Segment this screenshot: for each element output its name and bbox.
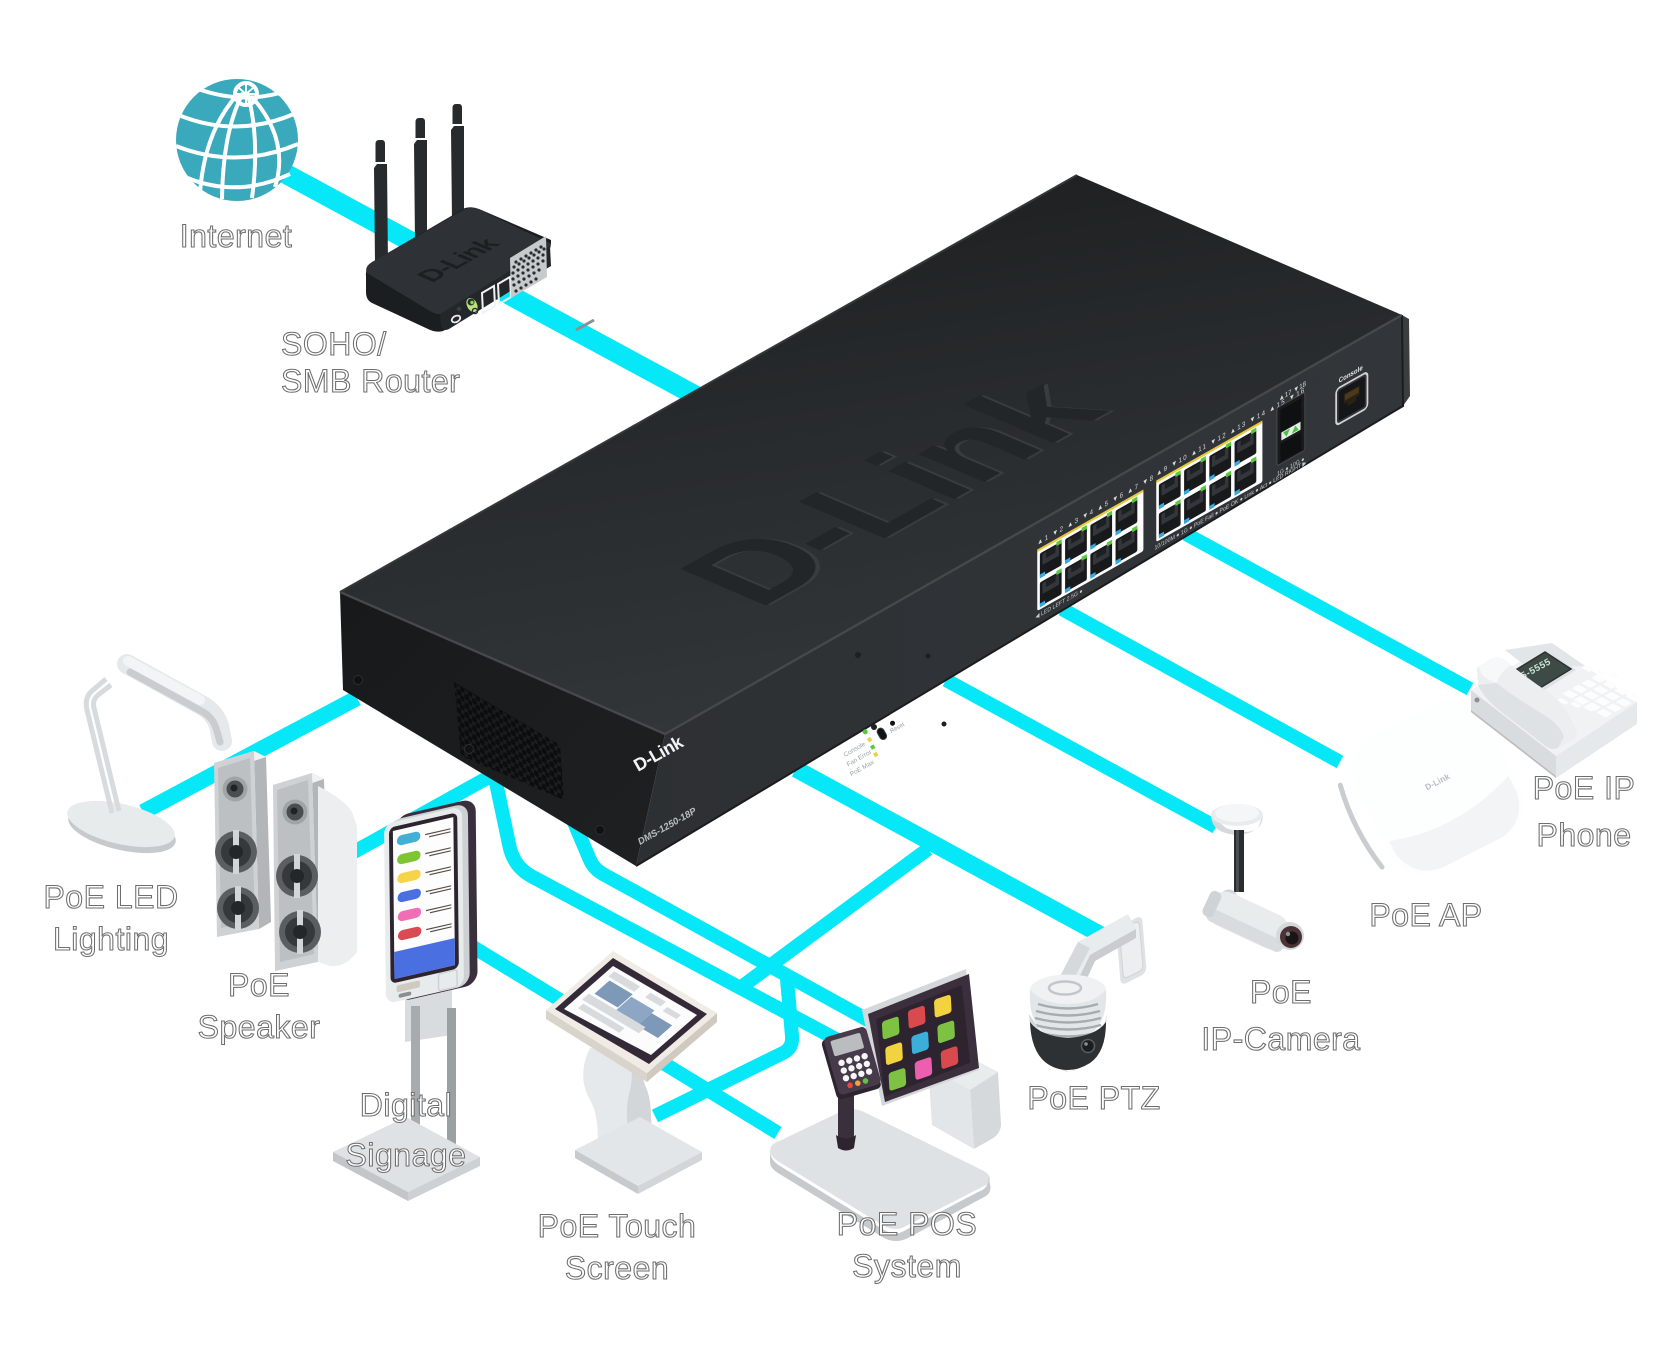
svg-text:Lighting: Lighting bbox=[53, 921, 169, 957]
svg-text:System: System bbox=[852, 1248, 962, 1284]
svg-text:SOHO/: SOHO/ bbox=[281, 326, 387, 362]
svg-text:PoE IP: PoE IP bbox=[1533, 770, 1636, 806]
svg-text:Speaker: Speaker bbox=[198, 1009, 321, 1045]
svg-text:PoE POS: PoE POS bbox=[837, 1206, 977, 1242]
svg-text:Screen: Screen bbox=[565, 1250, 669, 1286]
svg-text:PoE AP: PoE AP bbox=[1369, 897, 1482, 933]
svg-text:Digital: Digital bbox=[360, 1087, 452, 1123]
svg-text:SMB Router: SMB Router bbox=[281, 363, 460, 399]
svg-text:PoE: PoE bbox=[228, 967, 290, 1003]
svg-text:Phone: Phone bbox=[1536, 817, 1631, 853]
svg-text:PoE LED: PoE LED bbox=[43, 879, 178, 915]
svg-text:IP-Camera: IP-Camera bbox=[1201, 1021, 1360, 1057]
svg-text:Signage: Signage bbox=[346, 1137, 467, 1173]
svg-text:PoE Touch: PoE Touch bbox=[538, 1208, 697, 1244]
svg-text:PoE: PoE bbox=[1250, 974, 1312, 1010]
svg-text:PoE PTZ: PoE PTZ bbox=[1027, 1080, 1160, 1116]
svg-text:Internet: Internet bbox=[180, 218, 293, 254]
